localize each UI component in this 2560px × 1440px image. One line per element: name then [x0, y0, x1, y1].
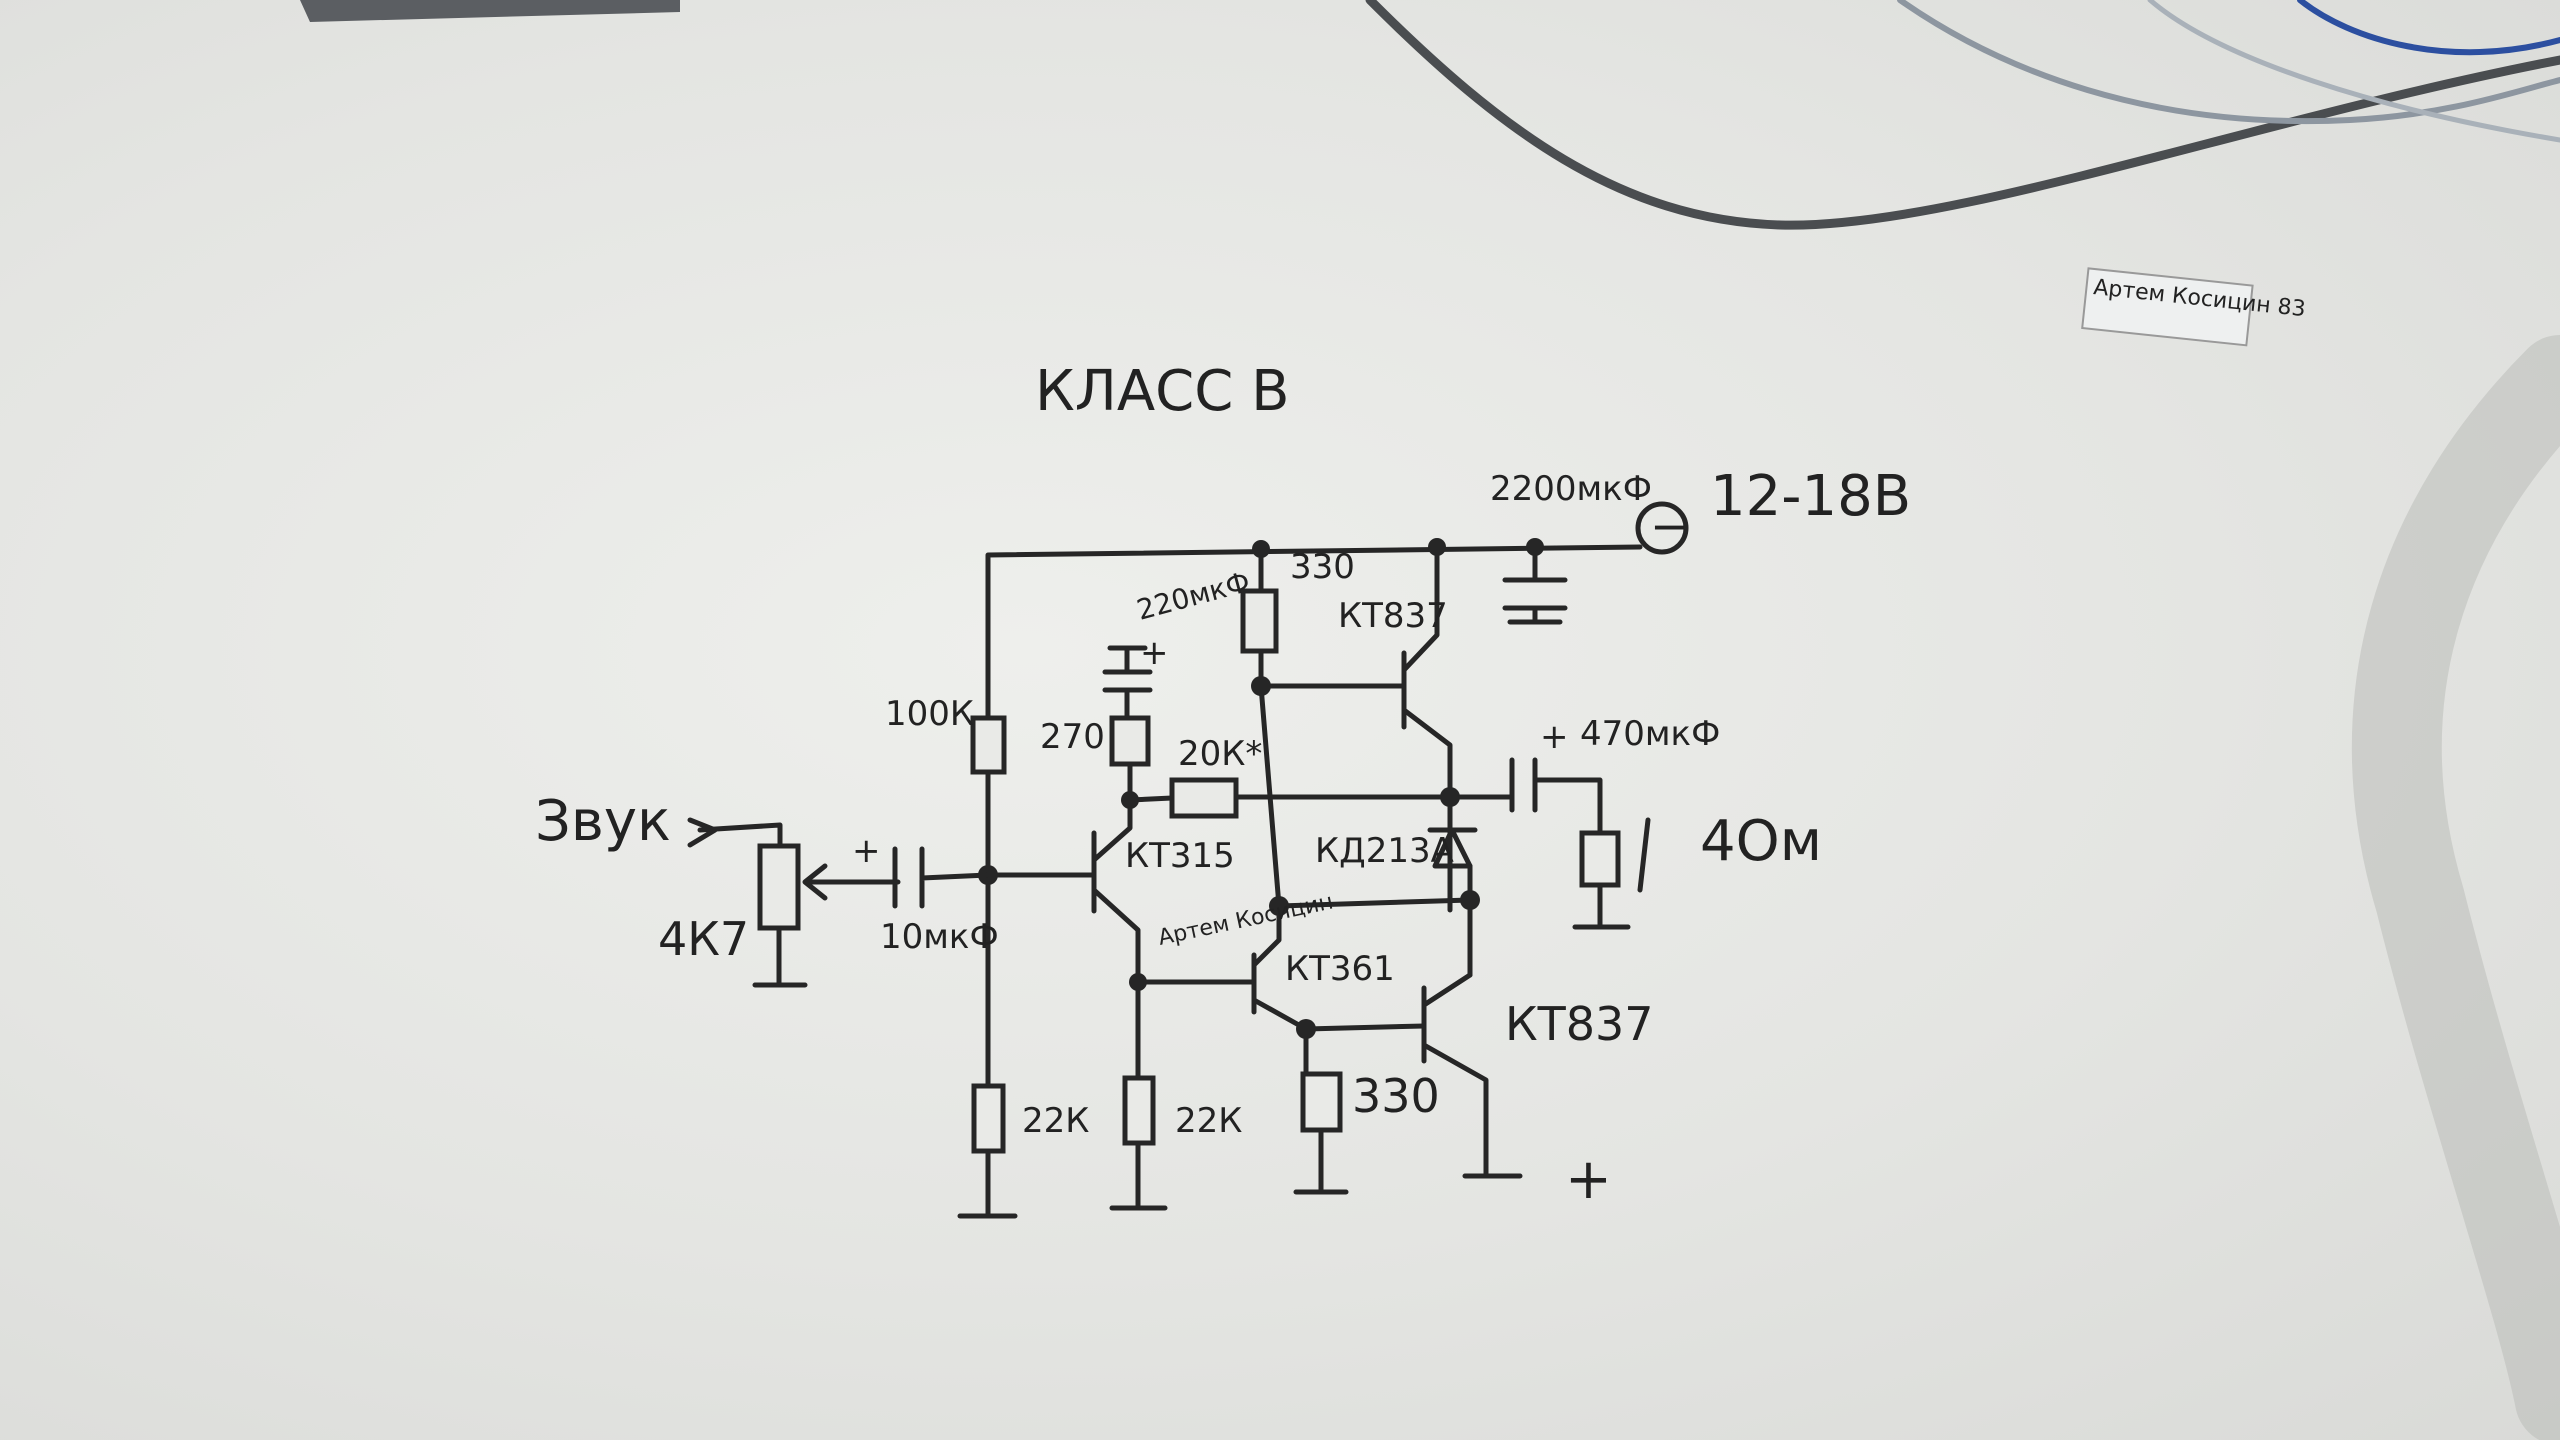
potentiometer-4k7[interactable]	[757, 843, 801, 931]
kt315-label: КТ315	[1125, 836, 1235, 876]
resistor-20k	[1169, 777, 1239, 819]
resistor-100k	[970, 715, 1007, 775]
resistor-330-lower-label: 330	[1352, 1069, 1440, 1123]
power-terminal-icon	[1635, 501, 1689, 555]
resistor-20k-label: 20К*	[1178, 734, 1262, 774]
input-label: Звук	[535, 789, 671, 854]
resistor-100k-label: 100К	[885, 694, 974, 734]
signature-tag: Артем Косицин 83	[2081, 267, 2307, 347]
diagram-title: КЛАСС В	[1035, 359, 1290, 424]
resistor-22k-bias-label: 22К	[1022, 1101, 1089, 1141]
resistor-330-upper-label: 330	[1290, 547, 1355, 587]
pot-label: 4К7	[658, 912, 749, 966]
speaker-icon	[1579, 830, 1621, 888]
kt361-label: КТ361	[1285, 949, 1395, 989]
coupling-cap-plus: +	[852, 831, 881, 871]
lower-supply-plus: +	[1565, 1147, 1612, 1212]
resistor-330-upper	[1240, 588, 1279, 654]
resistor-22k-bias	[971, 1083, 1006, 1154]
coupling-cap-label: 10мкФ	[880, 917, 999, 957]
transistor-kt361	[1135, 903, 1427, 1195]
bootstrap-cap-label: 220мкФ	[1133, 565, 1253, 627]
filter-capacitor	[1502, 544, 1568, 625]
kt837-upper-label: КТ837	[1338, 596, 1448, 636]
resistor-270	[1109, 715, 1151, 767]
output-capacitor	[1447, 757, 1631, 930]
output-cap-label: 470мкФ	[1580, 714, 1720, 754]
diode-label: КД213А	[1315, 831, 1454, 871]
speaker-label: 4Ом	[1700, 809, 1822, 874]
resistor-22k-emitter-label: 22К	[1175, 1101, 1242, 1141]
transistor-kt315	[985, 797, 1168, 1211]
transistor-kt837-lower	[1421, 972, 1523, 1179]
filter-cap-label: 2200мкФ	[1490, 469, 1652, 509]
cables	[300, 0, 2560, 1440]
coupling-capacitor	[892, 846, 991, 909]
resistor-330-lower	[1300, 1071, 1343, 1133]
terminal-symbol: −	[1650, 499, 1689, 553]
supply-voltage-label: 12-18В	[1710, 464, 1911, 529]
diode-kd213a	[1427, 827, 1478, 869]
kt837-lower-label: КТ837	[1505, 997, 1654, 1051]
output-cap-plus: +	[1540, 717, 1569, 757]
inline-signature: Артем Косицин	[1156, 889, 1335, 950]
resistor-270-label: 270	[1040, 717, 1105, 757]
bootstrap-cap-plus: +	[1140, 633, 1169, 673]
resistor-22k-emitter	[1122, 1075, 1156, 1146]
